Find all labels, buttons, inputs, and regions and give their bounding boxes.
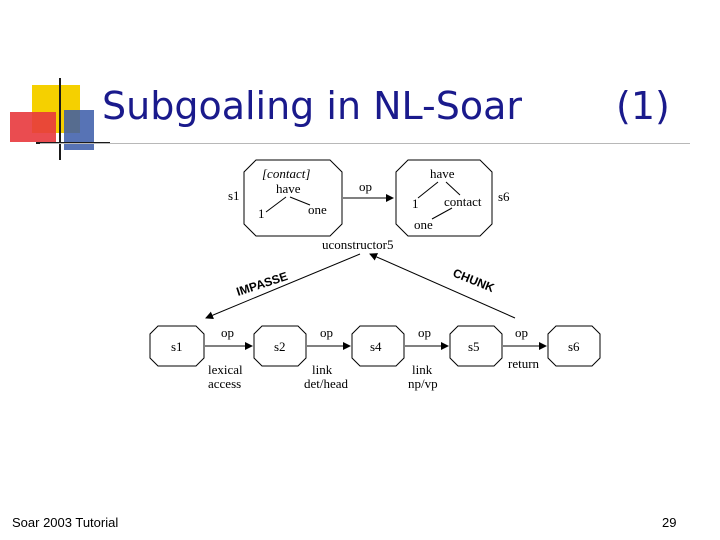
bottom-state-5: s6 (547, 325, 601, 367)
page-number: 29 (662, 515, 677, 530)
bottom-state-label: s6 (568, 339, 580, 354)
chunk-label: CHUNK (451, 266, 497, 295)
top-right-node-1: 1 (412, 196, 419, 211)
bottom-op-note: access (208, 376, 241, 391)
bottom-op-1: op lexical access (205, 325, 253, 391)
bottom-state-label: s2 (274, 339, 286, 354)
logo-red-square (10, 112, 56, 142)
top-right-node-have: have (430, 166, 455, 181)
bottom-op-label: op (320, 325, 333, 340)
edge-have-1 (265, 196, 287, 213)
top-right-state-label: s6 (498, 189, 510, 204)
bottom-state-3: s4 (351, 325, 405, 367)
bottom-op-note: return (508, 356, 540, 371)
top-op-label: op (359, 179, 372, 194)
chunk-arrow (369, 253, 516, 319)
bottom-op-note: np/vp (408, 376, 438, 391)
bottom-op-note: det/head (304, 376, 349, 391)
title-rule (40, 143, 690, 144)
top-left-node-one: one (308, 202, 327, 217)
bottom-state-label: s5 (468, 339, 480, 354)
slide-title: Subgoaling in NL-Soar (102, 84, 523, 128)
bottom-op-4: op return (503, 325, 547, 371)
bottom-state-4: s5 (449, 325, 503, 367)
edge-have-contact (445, 181, 461, 196)
bottom-state-2: s2 (253, 325, 307, 367)
impasse-arrow (205, 253, 361, 320)
bottom-op-3: op link np/vp (405, 325, 449, 391)
bottom-op-label: op (418, 325, 431, 340)
bottom-state-label: s4 (370, 339, 382, 354)
top-right-state-box (395, 159, 493, 237)
top-left-state-label: s1 (228, 188, 240, 203)
edge-have-one (289, 196, 311, 206)
operator-label: uconstructor5 (322, 237, 393, 252)
bottom-state-1: s1 (149, 325, 205, 367)
bottom-op-label: op (221, 325, 234, 340)
bottom-op-note: link (312, 362, 333, 377)
bottom-op-label: op (515, 325, 528, 340)
slide-title-number: (1) (616, 84, 670, 128)
bracket-contact-label: [contact] (262, 166, 310, 181)
top-right-node-contact: contact (444, 194, 482, 209)
top-left-state-box (243, 159, 343, 237)
bottom-op-note: lexical (208, 362, 243, 377)
bottom-state-label: s1 (171, 339, 183, 354)
top-right-node-one: one (414, 217, 433, 232)
bottom-op-note: link (412, 362, 433, 377)
footer-tutorial-name: Soar 2003 Tutorial (12, 515, 119, 530)
top-left-node-have: have (276, 181, 301, 196)
top-left-node-1: 1 (258, 206, 265, 221)
edge-have-1-right (417, 181, 439, 199)
bottom-op-2: op link det/head (304, 325, 351, 391)
edge-contact-one (431, 207, 453, 220)
